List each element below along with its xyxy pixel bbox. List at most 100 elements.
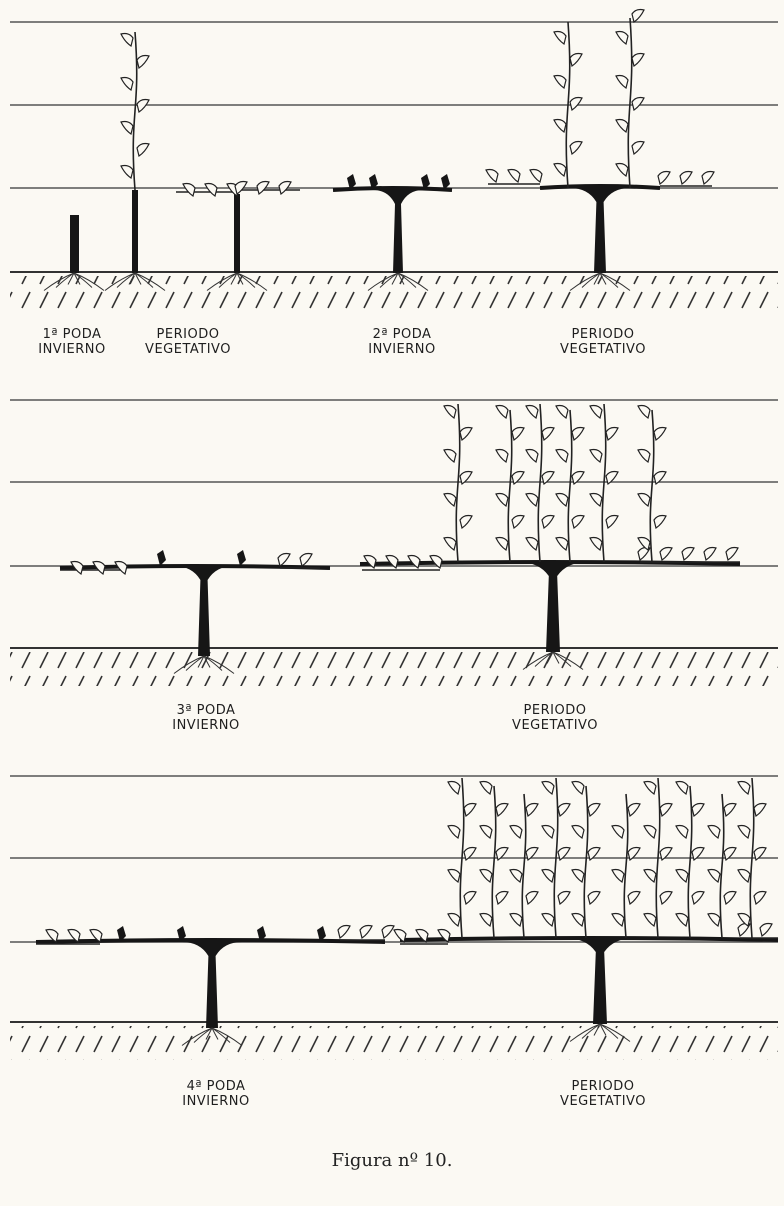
leaf: [606, 516, 618, 529]
stage-label-6-line1: PERIODO: [512, 703, 598, 718]
leaf: [760, 924, 772, 937]
leaf: [726, 548, 738, 561]
stage-label-2-line2: VEGETATIVO: [145, 342, 231, 357]
leaf: [570, 142, 582, 155]
leaf: [496, 450, 508, 463]
leaf: [526, 406, 538, 419]
shoot: [650, 410, 653, 562]
leaf: [754, 804, 766, 817]
leaf: [526, 804, 538, 817]
leaf: [508, 170, 520, 183]
leaf: [496, 538, 508, 551]
leaf: [444, 494, 456, 507]
leaf: [616, 164, 628, 177]
leaf: [612, 870, 624, 883]
stage-label-8: PERIODO VEGETATIVO: [560, 1079, 646, 1109]
leaf: [676, 826, 688, 839]
stage-label-6-line2: VEGETATIVO: [512, 718, 598, 733]
leaf: [708, 870, 720, 883]
leaf: [638, 494, 650, 507]
leaf: [510, 826, 522, 839]
stage-label-2: PERIODO VEGETATIVO: [145, 327, 231, 357]
leaf: [692, 804, 704, 817]
leaf: [676, 782, 688, 795]
leaf: [460, 428, 472, 441]
leaf: [444, 450, 456, 463]
stage-label-3-line2: INVIERNO: [368, 342, 436, 357]
leaf: [464, 892, 476, 905]
leaf: [704, 548, 716, 561]
stage-label-1: 1ª PODA INVIERNO: [38, 327, 106, 357]
leaf: [588, 892, 600, 905]
shoot: [508, 410, 511, 562]
leaf: [738, 826, 750, 839]
leaf: [137, 56, 149, 69]
shoot: [538, 404, 541, 562]
trunk: [518, 562, 588, 652]
leaf: [590, 494, 602, 507]
leaf: [616, 32, 628, 45]
leaf: [526, 450, 538, 463]
shoot: [133, 32, 136, 190]
leaf: [448, 782, 460, 795]
stage-label-6: PERIODO VEGETATIVO: [512, 703, 598, 733]
leaf: [590, 538, 602, 551]
leaf: [660, 548, 672, 561]
leaf: [638, 406, 650, 419]
leaf: [554, 164, 566, 177]
cordon-arm: [540, 186, 660, 188]
leaf: [692, 892, 704, 905]
young-trunk: [234, 194, 240, 273]
leaf: [556, 494, 568, 507]
leaf: [590, 406, 602, 419]
leaf: [542, 782, 554, 795]
stage-6-plant: [360, 404, 740, 670]
shoot: [688, 786, 691, 938]
leaf: [496, 804, 508, 817]
leaf: [702, 172, 714, 185]
trunk: [570, 188, 630, 273]
pruned-spur: [157, 550, 166, 566]
leaf: [570, 98, 582, 111]
stage-label-4-line1: PERIODO: [560, 327, 646, 342]
leaf: [300, 554, 312, 567]
leaf: [183, 184, 195, 197]
leaf: [708, 914, 720, 927]
leaf: [526, 494, 538, 507]
leaf: [121, 78, 133, 91]
figure-caption: Figura nº 10.: [332, 1150, 453, 1171]
young-trunk: [132, 190, 138, 273]
stage-2-plant: [105, 32, 165, 291]
stage-label-8-line1: PERIODO: [560, 1079, 646, 1094]
leaf: [738, 870, 750, 883]
stage-label-2-line1: PERIODO: [145, 327, 231, 342]
leaf: [460, 516, 472, 529]
leaf: [556, 406, 568, 419]
leaf: [554, 120, 566, 133]
leaf: [588, 804, 600, 817]
leaf: [542, 826, 554, 839]
leaf: [606, 428, 618, 441]
leaf: [496, 494, 508, 507]
stage-label-4-line2: VEGETATIVO: [560, 342, 646, 357]
leaf: [542, 516, 554, 529]
leaf: [556, 450, 568, 463]
leaf: [682, 548, 694, 561]
leaf: [558, 892, 570, 905]
leaf: [137, 144, 149, 157]
leaf: [486, 170, 498, 183]
trellis-wires: [10, 22, 778, 942]
leaf: [558, 804, 570, 817]
leaf: [554, 32, 566, 45]
soil-band: [10, 648, 778, 686]
leaf: [394, 930, 406, 943]
stage-label-5-line1: 3ª PODA: [172, 703, 240, 718]
leaf: [616, 120, 628, 133]
leaf: [526, 892, 538, 905]
leaf: [448, 826, 460, 839]
leaf: [724, 892, 736, 905]
leaf: [644, 782, 656, 795]
leaf: [738, 782, 750, 795]
leaf: [632, 142, 644, 155]
